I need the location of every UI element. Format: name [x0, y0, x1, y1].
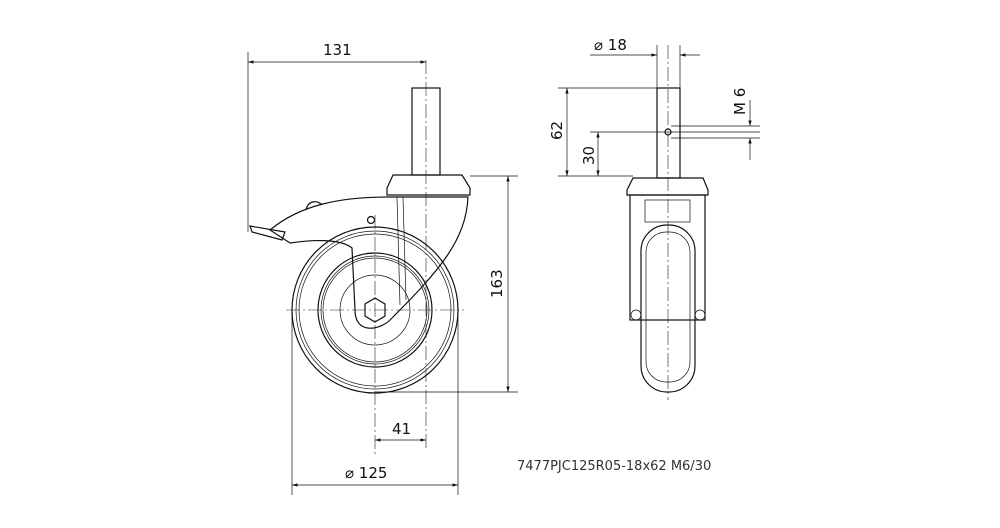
front-dimension-lines [558, 45, 760, 177]
side-view: 131 163 41 ⌀ 125 [247, 41, 518, 495]
front-view: ⌀ 18 62 30 M 6 [548, 36, 760, 400]
dim-131: 131 [323, 41, 352, 59]
centerlines [286, 60, 464, 455]
dim-30: 30 [580, 146, 598, 165]
dim-stem-diameter: ⌀ 18 [594, 36, 627, 54]
dim-41: 41 [392, 420, 411, 438]
dim-wheel-diameter: ⌀ 125 [345, 464, 387, 482]
dim-163: 163 [488, 269, 506, 298]
dim-thread: M 6 [731, 88, 749, 115]
brake-pedal [249, 201, 323, 241]
dim-62: 62 [548, 121, 566, 140]
fork-horn [268, 174, 471, 329]
dimension-lines [247, 52, 518, 495]
part-number: 7477PJC125R05-18x62 M6/30 [517, 459, 711, 474]
